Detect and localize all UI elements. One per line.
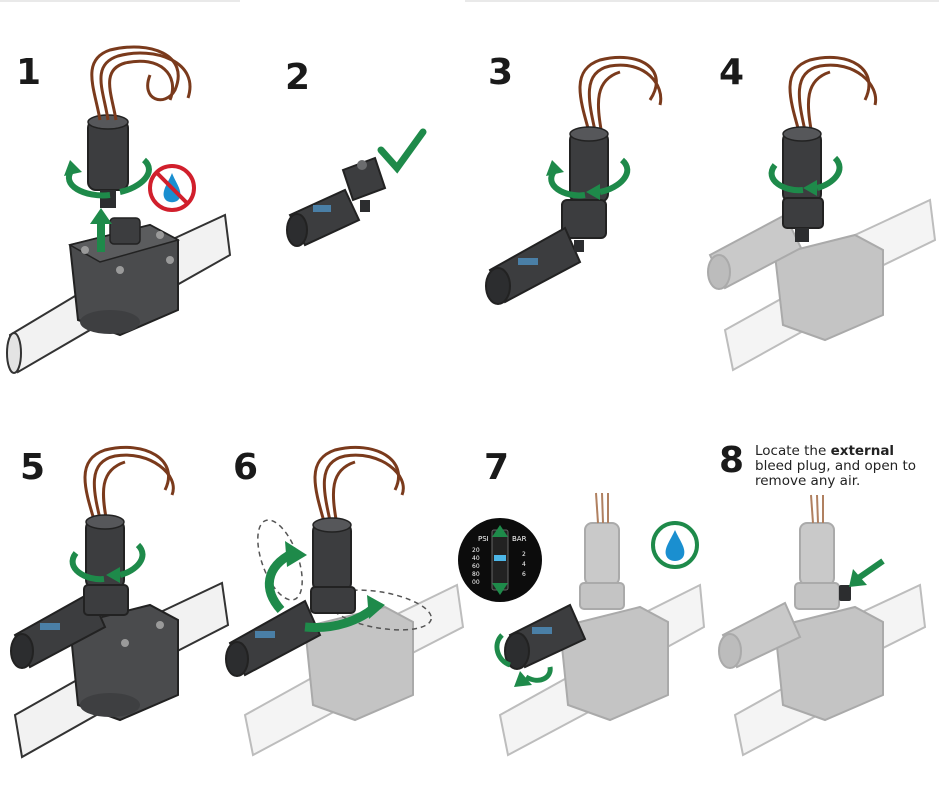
step-8-panel: 8 [705, 395, 939, 790]
step-8-instruction: Locate the external bleed plug, and open… [755, 443, 917, 489]
rotate-arrow-icon [264, 548, 296, 614]
step-number: 6 [233, 447, 259, 488]
step-number: 1 [16, 52, 42, 93]
step-5-illustration [10, 445, 230, 759]
step-4-panel: 4 [705, 0, 939, 395]
instruction-emphasis: external [830, 443, 895, 459]
step-3-panel: 3 [470, 0, 705, 395]
no-water-icon [148, 164, 196, 212]
step-number: 7 [484, 447, 510, 488]
step-number: 2 [285, 57, 311, 98]
step-1-panel: 1 [0, 0, 235, 395]
gauge-psi-label: PSI [478, 535, 489, 543]
water-drop-icon [651, 521, 699, 569]
step-number: 5 [20, 447, 46, 488]
rotate-arrow-icon [494, 633, 512, 668]
top-divider-right [465, 0, 939, 2]
step-number: 3 [488, 52, 514, 93]
rotate-arrow-icon [69, 551, 105, 583]
step-2-panel: 2 [235, 0, 470, 395]
step-6-panel: 6 [225, 395, 470, 790]
step-2-illustration [286, 128, 427, 247]
bleed-plug-icon [839, 585, 851, 601]
svg-text:00: 00 [472, 579, 480, 586]
step-7-illustration: PSI BAR 20 40 60 80 00 2 4 6 [458, 492, 706, 757]
step-5-panel: 5 [0, 395, 235, 790]
svg-text:4: 4 [522, 561, 526, 568]
svg-text:60: 60 [472, 563, 480, 570]
step-4-illustration [707, 55, 937, 372]
gauge-bar-label: BAR [512, 535, 527, 543]
step-number: 8 [719, 440, 745, 481]
svg-text:6: 6 [522, 571, 526, 578]
rotate-arrow-icon [768, 163, 804, 194]
step-3-illustration [485, 55, 663, 305]
step-number: 4 [719, 52, 745, 93]
top-divider-left [0, 0, 240, 2]
svg-text:80: 80 [472, 571, 480, 578]
up-arrow-icon [90, 208, 112, 224]
step-8-illustration [718, 494, 927, 757]
step-1-illustration [6, 45, 232, 374]
checkmark-icon [377, 128, 427, 174]
svg-text:40: 40 [472, 555, 480, 562]
step-7-panel: 7 PSI BAR 20 40 60 80 00 2 4 6 [458, 395, 706, 790]
pointer-arrow-icon [849, 558, 885, 587]
rotate-arrow-icon [599, 157, 631, 195]
step-6-illustration [225, 445, 465, 757]
svg-text:2: 2 [522, 551, 526, 558]
svg-text:20: 20 [472, 547, 480, 554]
